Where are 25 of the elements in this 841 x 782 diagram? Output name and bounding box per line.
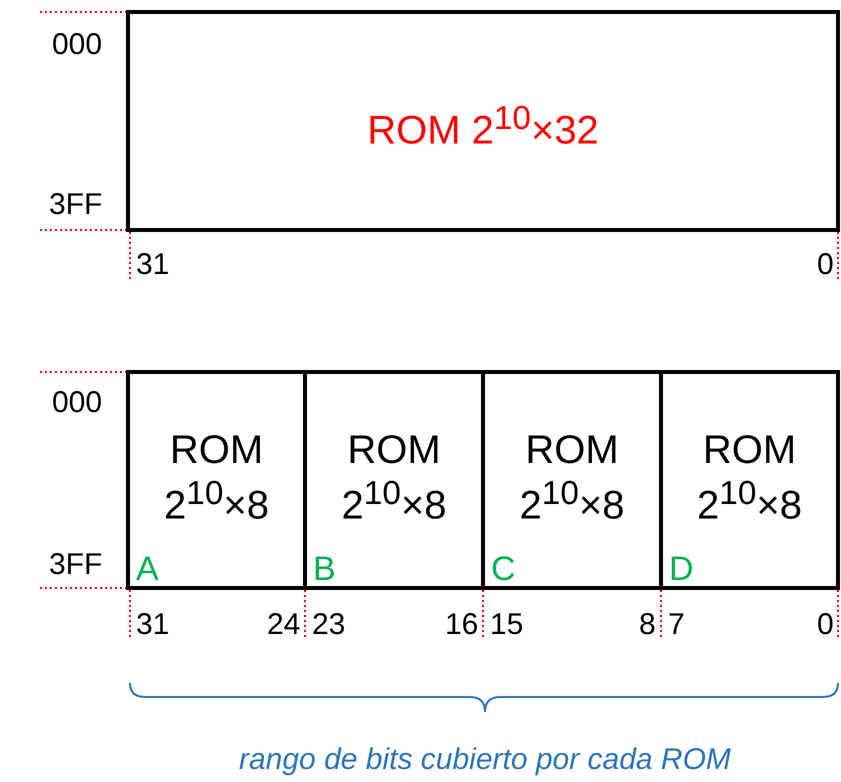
bit-index: 31 xyxy=(136,250,170,280)
bit-index: 0 xyxy=(817,250,834,280)
block-letter: A xyxy=(136,552,159,586)
bit-index: 7 xyxy=(668,610,685,640)
address-label: 3FF xyxy=(49,190,102,220)
bit-index: 31 xyxy=(136,610,170,640)
block-letter: C xyxy=(491,552,516,586)
block-letter: D xyxy=(669,552,694,586)
bit-index: 15 xyxy=(490,610,524,640)
memory-block xyxy=(126,10,840,232)
block-letter: B xyxy=(313,552,336,586)
bit-index: 8 xyxy=(639,610,656,640)
address-label: 000 xyxy=(52,388,102,418)
block-title: ROM 2$^{10}$×8 xyxy=(518,427,626,530)
block-title: ROM 2$^{10}$×8 xyxy=(340,427,448,530)
bit-index: 24 xyxy=(267,610,300,640)
caption-text: rango de bits cubierto por cada ROM xyxy=(239,745,731,775)
bit-index: 23 xyxy=(312,610,346,640)
address-label: 000 xyxy=(52,30,102,60)
address-label: 3FF xyxy=(49,550,102,580)
block-title: ROM 2$^{10}$×32 xyxy=(366,99,600,154)
block-title: ROM 2$^{10}$×8 xyxy=(696,427,803,530)
bit-index: 0 xyxy=(817,610,834,640)
bit-index: 16 xyxy=(445,610,478,640)
block-title: ROM 2$^{10}$×8 xyxy=(163,427,270,530)
